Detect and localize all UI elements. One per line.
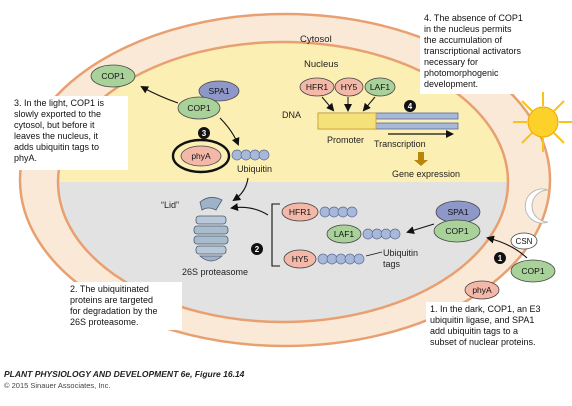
spa1-dark-label: SPA1	[447, 207, 468, 217]
hfr1-tagged: HFR1	[281, 202, 319, 222]
ubiquitinated-group-bracket	[271, 203, 280, 267]
step-3-marker: 3	[198, 127, 210, 139]
gene-expression-arrow	[414, 152, 428, 166]
hy5-label: HY5	[341, 82, 358, 92]
cop1-dark-label: COP1	[445, 226, 468, 236]
hy5-tagged-label: HY5	[292, 254, 309, 264]
cop1-cytosol: COP1	[510, 259, 556, 283]
ubiquitin-tags-label-2: tags	[383, 259, 401, 269]
promoter-label: Promoter	[327, 135, 364, 145]
dna-label: DNA	[282, 110, 301, 120]
note-4-text: 4. The absence of COP1 in the nucleus pe…	[424, 13, 525, 89]
transcription-label: Transcription	[374, 139, 426, 149]
laf1-tagged-label: LAF1	[334, 229, 355, 239]
phya-label: phyA	[191, 151, 211, 161]
cop1-cytosol-label: COP1	[521, 266, 544, 276]
cop1-exported-label: COP1	[101, 71, 124, 81]
laf1-tagged: LAF1	[326, 224, 362, 244]
spa1-cop1-to-targets-arrow	[406, 223, 435, 235]
note-3-text: 3. In the light, COP1 is slowly exported…	[14, 98, 107, 163]
phya-light: phyA	[180, 145, 222, 167]
laf1-label: LAF1	[370, 82, 391, 92]
hfr1-activator: HFR1	[299, 77, 335, 97]
phya-cytosol-label: phyA	[472, 285, 492, 295]
hfr1-tagged-label: HFR1	[289, 207, 311, 217]
laf1-activator: LAF1	[364, 77, 396, 97]
note-box-1: 1. In the dark, COP1, an E3 ubiquitin li…	[426, 302, 560, 352]
cop1-dark: COP1	[433, 219, 481, 243]
svg-text:3: 3	[202, 129, 207, 138]
hfr1-to-dna-arrow	[321, 96, 335, 112]
spa1-light: SPA1	[198, 80, 240, 102]
cop1-tagging-arrow	[219, 117, 240, 146]
ubiquitin-chain-laf1	[362, 228, 401, 240]
figure-copyright: © 2015 Sinauer Associates, Inc.	[4, 381, 111, 390]
ubiquitin-tags-pointer	[365, 251, 383, 257]
proteasome-26s	[193, 215, 229, 262]
hfr1-label: HFR1	[306, 82, 328, 92]
cop1-label: COP1	[187, 103, 210, 113]
note-box-4: 4. The absence of COP1 in the nucleus pe…	[420, 10, 540, 94]
ubiquitin-chain-hy5	[317, 253, 365, 265]
nucleus-label: Nucleus	[304, 59, 339, 70]
svg-text:4: 4	[408, 102, 413, 111]
step-1-marker: 1	[494, 252, 506, 264]
cop1-import-arrow	[486, 235, 528, 259]
svg-text:2: 2	[255, 245, 260, 254]
ubiquitin-label: Ubiquitin	[237, 164, 272, 174]
cop1-exported: COP1	[90, 64, 136, 88]
gene-expression-label: Gene expression	[392, 169, 460, 179]
note-box-2: 2. The ubiquitinated proteins are target…	[66, 282, 182, 330]
lid-label: “Lid”	[161, 200, 179, 210]
ubiquitin-chain-phya	[231, 149, 270, 161]
sun-icon	[513, 92, 572, 152]
spa1-label: SPA1	[208, 86, 229, 96]
laf1-to-dna-arrow	[362, 96, 376, 112]
step-2-marker: 2	[251, 243, 263, 255]
figure-caption-title: PLANT PHYSIOLOGY AND DEVELOPMENT 6e, Fig…	[4, 369, 245, 379]
phya-to-proteasome-arrow	[232, 177, 249, 202]
note-2-text: 2. The ubiquitinated proteins are target…	[70, 284, 160, 327]
csn-complex: CSN	[510, 232, 538, 250]
cop1-light: COP1	[177, 96, 221, 120]
promoter-region	[317, 112, 377, 130]
moon-icon	[524, 188, 549, 224]
hy5-tagged: HY5	[283, 249, 317, 269]
csn-label: CSN	[516, 237, 533, 246]
to-proteasome-arrow	[230, 203, 269, 216]
hy5-activator: HY5	[334, 77, 364, 97]
step-4-marker: 4	[404, 100, 416, 112]
svg-text:1: 1	[498, 254, 503, 263]
cop1-export-arrow	[140, 86, 179, 104]
note-box-3: 3. In the light, COP1 is slowly exported…	[10, 96, 128, 170]
note-1-text: 1. In the dark, COP1, an E3 ubiquitin li…	[430, 304, 543, 347]
cytosol-label: Cytosol	[300, 34, 332, 45]
phya-highlight-ring	[171, 138, 231, 174]
ubiquitin-chain-hfr1	[319, 206, 358, 218]
proteasome-label: 26S proteasome	[182, 267, 248, 277]
phya-cytosol: phyA	[464, 280, 500, 300]
proteasome-lid	[199, 197, 223, 211]
ubiquitin-tags-label-1: Ubiquitin	[383, 248, 418, 258]
nuclear-envelope	[56, 40, 510, 324]
